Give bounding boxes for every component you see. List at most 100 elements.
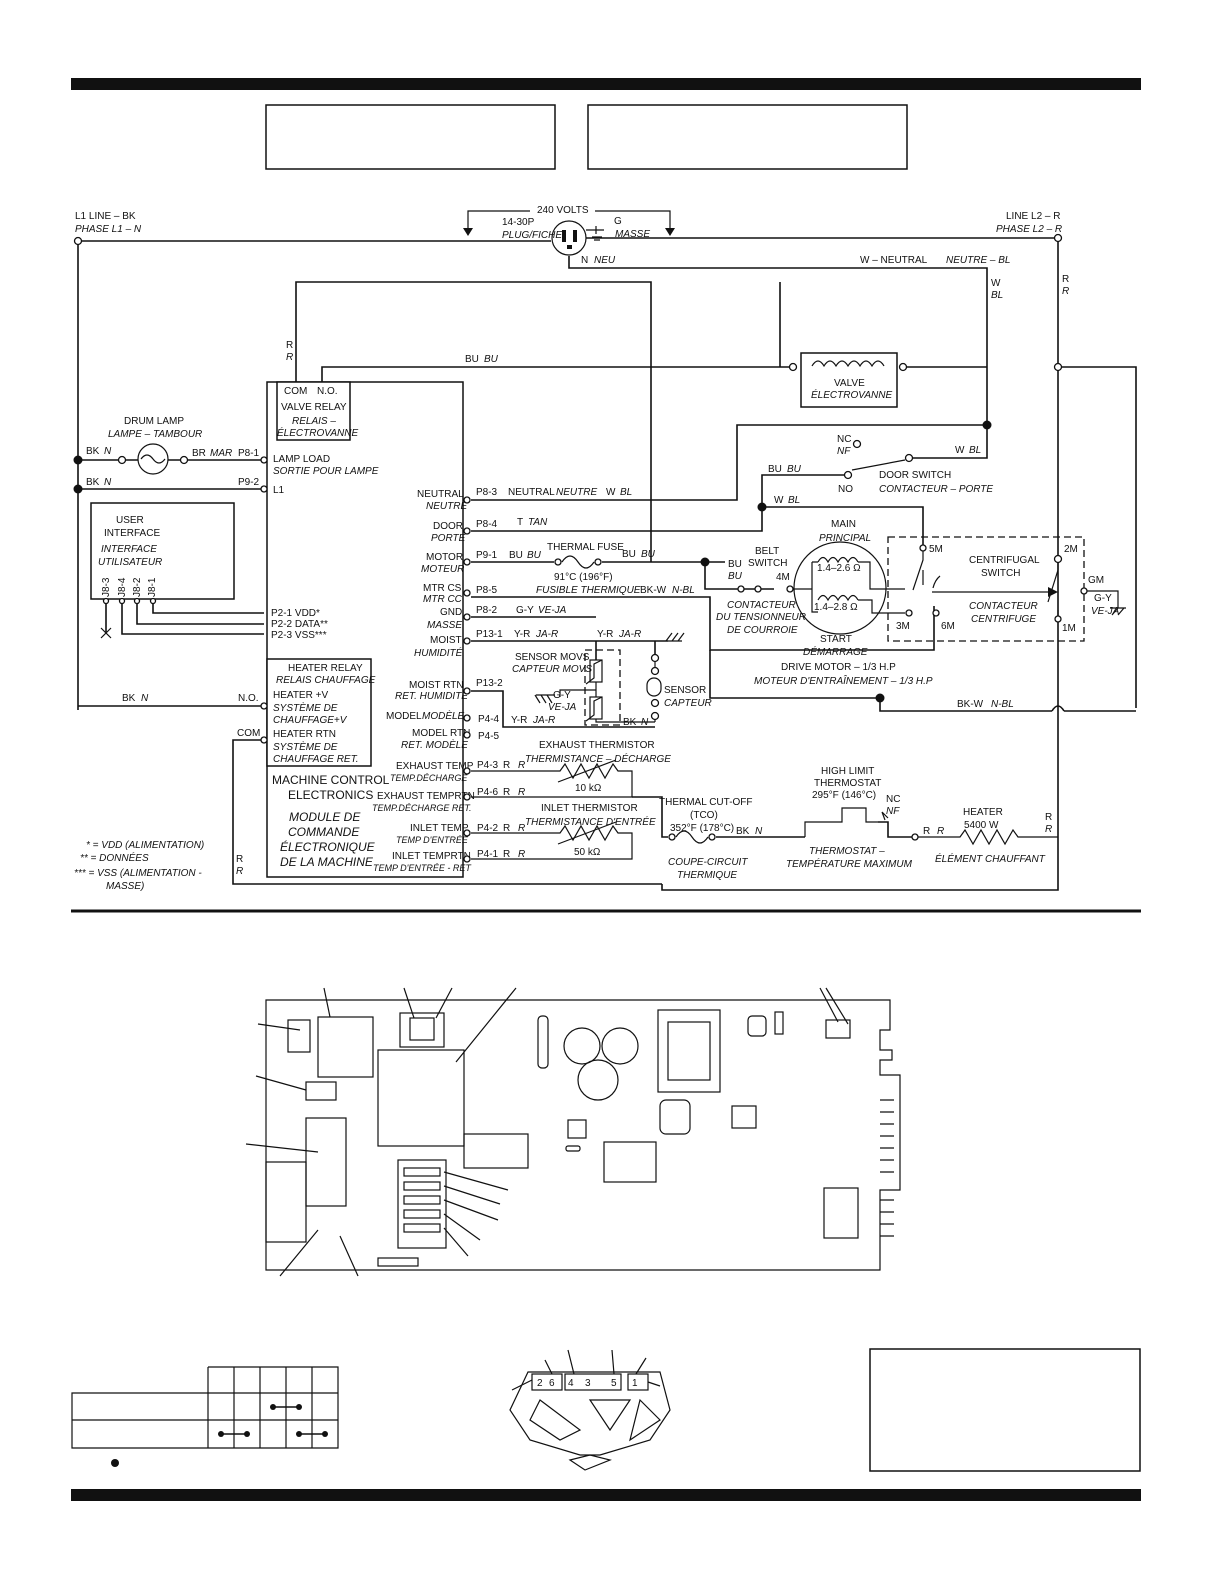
mar-label: MAR [210,448,232,459]
j82-label: J8-2 [132,577,143,597]
movs-bk: BK [623,717,637,728]
tco-bk: BK [736,826,750,837]
svg-text:NEUTRE: NEUTRE [426,501,467,512]
belt-bu: BU [728,559,742,570]
movs-n: N [641,717,649,728]
fuse-term-l [554,558,562,566]
door-nf: NF [837,446,851,457]
heater-r-fr: R [937,826,944,837]
p82-label: P8-2 [476,605,498,616]
cs-3m: 3M [896,621,910,632]
motor-r1: 1.4–2.6 Ω [817,563,861,574]
l1-label: L1 LINE – BK [75,211,136,222]
mov-1-mark [585,659,603,685]
cs-6m: 6M [941,621,955,632]
door-bu-fr: BU [787,464,802,475]
connector-labels: NEUTRAL NEUTRE DOOR PORTE MOTOR MOTEUR M… [372,489,475,873]
heater-relay-com-wire [232,739,662,885]
cs-1m: 1M [1062,623,1076,634]
valve-term-right [898,362,908,372]
p91-bu-fr: BU [527,550,542,561]
cs-ground-wire [1087,590,1126,616]
tco-label-fr1: COUPE-CIRCUIT [668,857,748,868]
bk-label-2: BK [86,477,100,488]
heater-relay-box [266,658,372,767]
p41-r: R [503,849,510,860]
tco-label: THERMAL CUT-OFF [659,797,753,808]
heater-rtn-label: HEATER RTN [273,729,336,740]
drum-lamp-label-fr: LAMPE – TAMBOUR [108,429,202,440]
p83-w: W [606,487,616,498]
plug-label-fr: PLUG/FICHE [502,230,562,241]
centrifugal-box [887,536,1085,642]
l1-input-label: L1 [273,485,285,496]
tco-term-l [668,833,676,841]
l2-crossover [1051,705,1065,712]
door-switch-label: DOOR SWITCH [879,470,951,481]
p42-r: R [503,823,510,834]
cs-6m-term [932,609,940,617]
l1-wire [78,237,1058,242]
drum-lamp-icon [137,443,169,475]
belt-term-l [737,585,745,593]
n-label-3: N [141,693,149,704]
motor-nbl: N-BL [991,699,1014,710]
svg-text:EXHAUST TEMP: EXHAUST TEMP [396,761,474,772]
j81-term [149,597,157,605]
br-label: BR [192,448,206,459]
note-vss: *** = VSS (ALIMENTATION - [74,868,202,879]
p22-label: P2-2 DATA** [271,619,328,630]
tco-label-fr2: THERMIQUE [677,870,737,881]
fuse-temp: 91°C (196°F) [554,572,613,583]
plug-pin-1: 1 [632,1378,638,1389]
neutral-wire-label-fr: NEUTRE – BL [946,255,1010,266]
neutral-wire [568,256,988,425]
exh-therm-label: EXHAUST THERMISTOR [539,740,655,751]
tco-abbr: (TCO) [690,810,718,821]
sensor-movs-label-fr: CAPTEUR MOVS [512,664,592,675]
valve-relay-no-wire [321,366,793,382]
cs-5m-term [919,544,927,552]
tco-temp: 352°F (178°C) [670,823,734,834]
valve-relay-title: VALVE RELAY [281,402,347,413]
exh-therm-val: 10 kΩ [575,783,602,794]
plug-pin-3: 3 [585,1378,591,1389]
belt-switch-wire [704,562,774,590]
heater-r: R [923,826,930,837]
p21-label: P2-1 VDD* [271,608,320,619]
movs-jar: JA-R [532,715,555,726]
inl-therm-arrow [557,821,617,845]
tco-term-r [708,833,716,841]
note-data: ** = DONNÉES [80,851,149,864]
no-label-hr: N.O. [238,693,259,704]
motor-internal-wires [794,561,905,614]
p84-wire [471,507,763,532]
hl-label-fr1: THERMOSTAT – [809,846,885,857]
valve-right-wire [779,282,1137,708]
j83-label: J8-3 [101,577,112,597]
p131-yr2: Y-R [597,629,613,640]
p131-jar: JA-R [535,629,558,640]
p42-r-fr: R [518,823,525,834]
valve-relay-com: COM [284,386,307,397]
p84-tan: TAN [528,517,548,528]
volts-arrow-line [467,210,671,232]
plug-label: 14-30P [502,217,535,228]
hr-no-term [260,702,268,710]
p85-label: P8-5 [476,585,498,596]
heater-v-label: HEATER +V [273,690,328,701]
mce-label-fr4: DE LA MACHINE [280,855,374,869]
movs-box [584,649,621,726]
heater-rtn-fr2: CHAUFFAGE RET. [273,754,359,765]
p43-r: R [503,760,510,771]
p91-label: P9-1 [476,550,498,561]
mce-label-fr1: MODULE DE [289,810,361,824]
door-bl: BL [969,445,981,456]
cs-gm-term [1080,587,1088,595]
fuse-bu-fr: BU [641,549,656,560]
hl-label-1: HIGH LIMIT [821,766,874,777]
inl-therm-val: 50 kΩ [574,847,601,858]
p83-wire [471,424,987,501]
header-box-right [587,104,908,170]
fuse-label-fr: FUSIBLE THERMIQUE [536,585,641,596]
